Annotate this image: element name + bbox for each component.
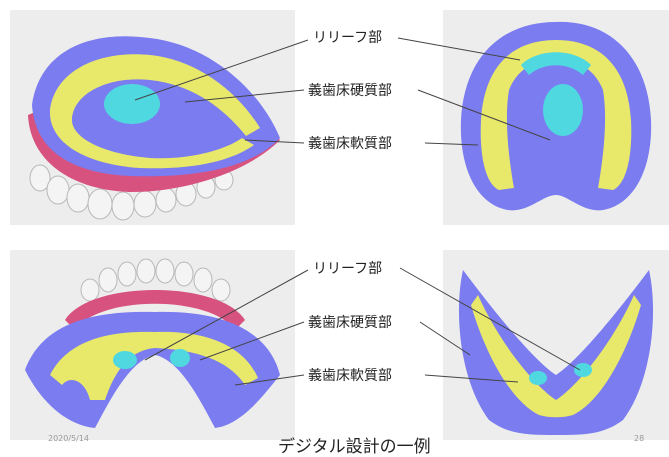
page-number: 28: [634, 434, 644, 443]
footer-date: 2020/5/14: [48, 434, 89, 443]
leader-relief-top-left: [135, 40, 308, 100]
label-relief-bottom: リリーフ部: [313, 258, 382, 278]
leader-hard-bottom-left: [200, 322, 304, 360]
leader-hard-top-left: [185, 90, 304, 102]
leader-soft-top-right: [425, 143, 478, 145]
leader-relief-bottom-left: [145, 270, 308, 360]
leader-relief-top-right: [398, 38, 520, 60]
leader-soft-bottom-right: [425, 375, 518, 382]
label-hard-bottom: 義歯床硬質部: [308, 312, 392, 332]
label-soft-top: 義歯床軟質部: [308, 133, 392, 153]
slide-caption: デジタル設計の一例: [278, 432, 431, 457]
leader-hard-bottom-right: [420, 322, 470, 355]
leader-soft-top-left: [245, 140, 304, 143]
label-relief-top: リリーフ部: [313, 27, 382, 47]
label-hard-top: 義歯床硬質部: [308, 80, 392, 100]
leader-soft-bottom-left: [235, 375, 304, 385]
label-soft-bottom: 義歯床軟質部: [308, 365, 392, 385]
leader-hard-top-right: [418, 90, 550, 140]
leader-relief-bottom-right: [400, 268, 580, 370]
